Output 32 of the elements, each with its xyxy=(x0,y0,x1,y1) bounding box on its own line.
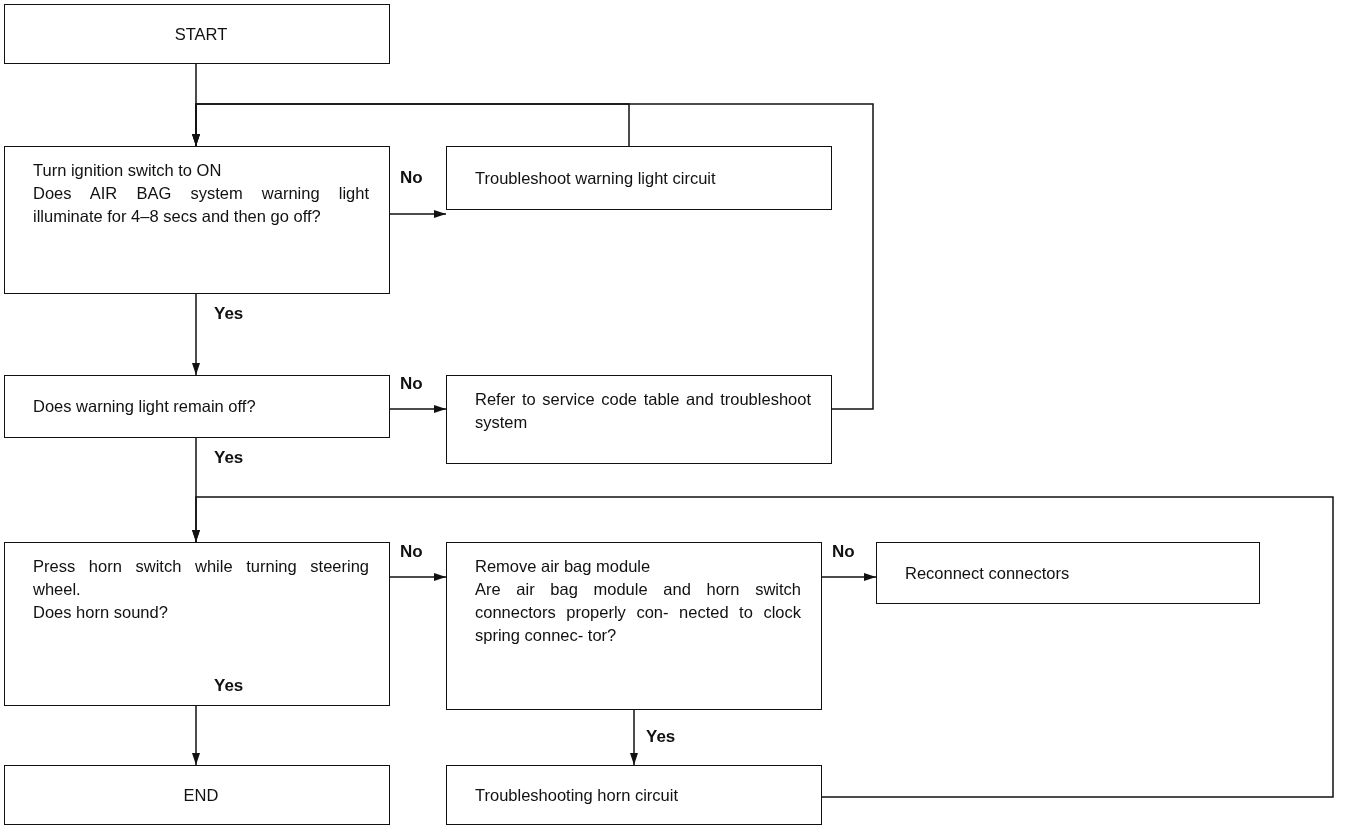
arrow xyxy=(389,210,447,218)
process-box xyxy=(446,765,822,825)
box-text: Reconnect connectors xyxy=(905,562,1071,584)
process-box xyxy=(876,542,1260,604)
box-text: Turn ignition switch to ON xyxy=(33,160,223,181)
box-text: Remove air bag module xyxy=(475,556,652,577)
arrow xyxy=(630,709,638,766)
box-text: Press horn switch while turning steering wheel. xyxy=(33,556,369,600)
process-box xyxy=(4,375,390,438)
box-text: Troubleshoot warning light circuit xyxy=(475,167,717,189)
arrow xyxy=(389,573,447,581)
box-text: END xyxy=(183,784,219,806)
process-box xyxy=(4,146,390,294)
arrow xyxy=(192,103,874,410)
arrow xyxy=(821,573,877,581)
arrow xyxy=(389,405,447,413)
arrow xyxy=(192,705,200,766)
box-text: START xyxy=(174,23,228,45)
process-box xyxy=(446,542,822,710)
box-text: Does AIR BAG system warning light illuminate for 4–8 secs and then go off? xyxy=(33,183,369,227)
arrow xyxy=(192,293,200,376)
process-box xyxy=(4,4,390,64)
box-text: Does horn sound? xyxy=(33,602,169,623)
process-box xyxy=(4,765,390,825)
arrow xyxy=(192,496,1334,798)
process-box xyxy=(446,146,832,210)
box-text: Refer to service code table and troubleshoot system xyxy=(475,389,811,433)
process-box xyxy=(446,375,832,464)
box-text: Troubleshooting horn circuit xyxy=(475,784,679,806)
process-box xyxy=(4,542,390,706)
box-text: Does warning light remain off? xyxy=(33,396,257,417)
box-text: Are air bag module and horn switch connectors properly con- nected to clock spring connec- tor? xyxy=(475,579,801,646)
